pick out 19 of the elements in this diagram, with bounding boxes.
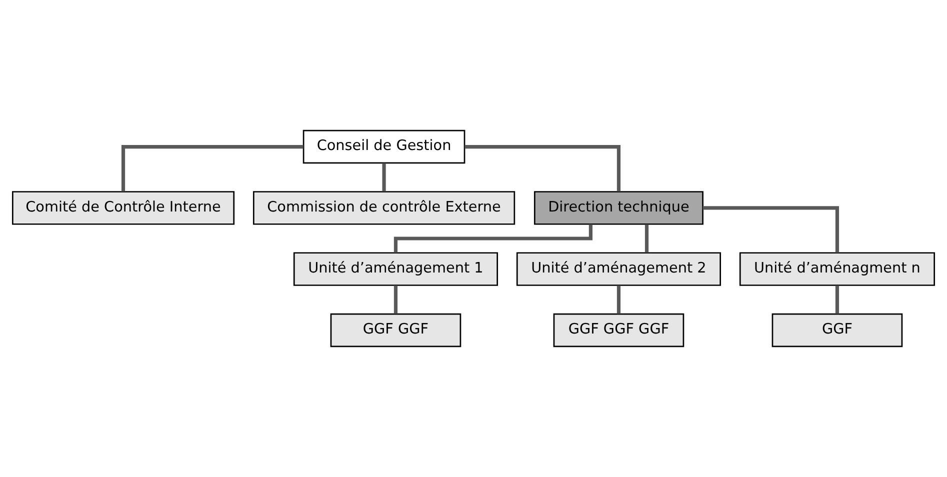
connector bbox=[835, 285, 840, 314]
node-box: Comité de Contrôle Interne bbox=[12, 191, 235, 225]
node-box: Unité d’aménagement 1 bbox=[293, 252, 498, 286]
connector bbox=[394, 224, 592, 253]
node-box: GGF GGF GGF bbox=[553, 313, 684, 348]
node-box: Unité d’aménagement 2 bbox=[516, 252, 721, 286]
connector bbox=[121, 144, 304, 192]
connector bbox=[702, 206, 840, 253]
node-box: Unité d’aménagment n bbox=[739, 252, 935, 286]
node-box: GGF bbox=[772, 313, 903, 348]
connector bbox=[464, 144, 621, 192]
node-box: Commission de contrôle Externe bbox=[252, 191, 516, 225]
connector bbox=[382, 163, 386, 192]
connector bbox=[616, 285, 621, 314]
connector bbox=[394, 285, 398, 314]
node-box: GGF GGF bbox=[330, 313, 462, 348]
connector bbox=[644, 224, 649, 253]
node-box: Direction technique bbox=[534, 191, 704, 225]
node-box: Conseil de Gestion bbox=[302, 130, 466, 164]
